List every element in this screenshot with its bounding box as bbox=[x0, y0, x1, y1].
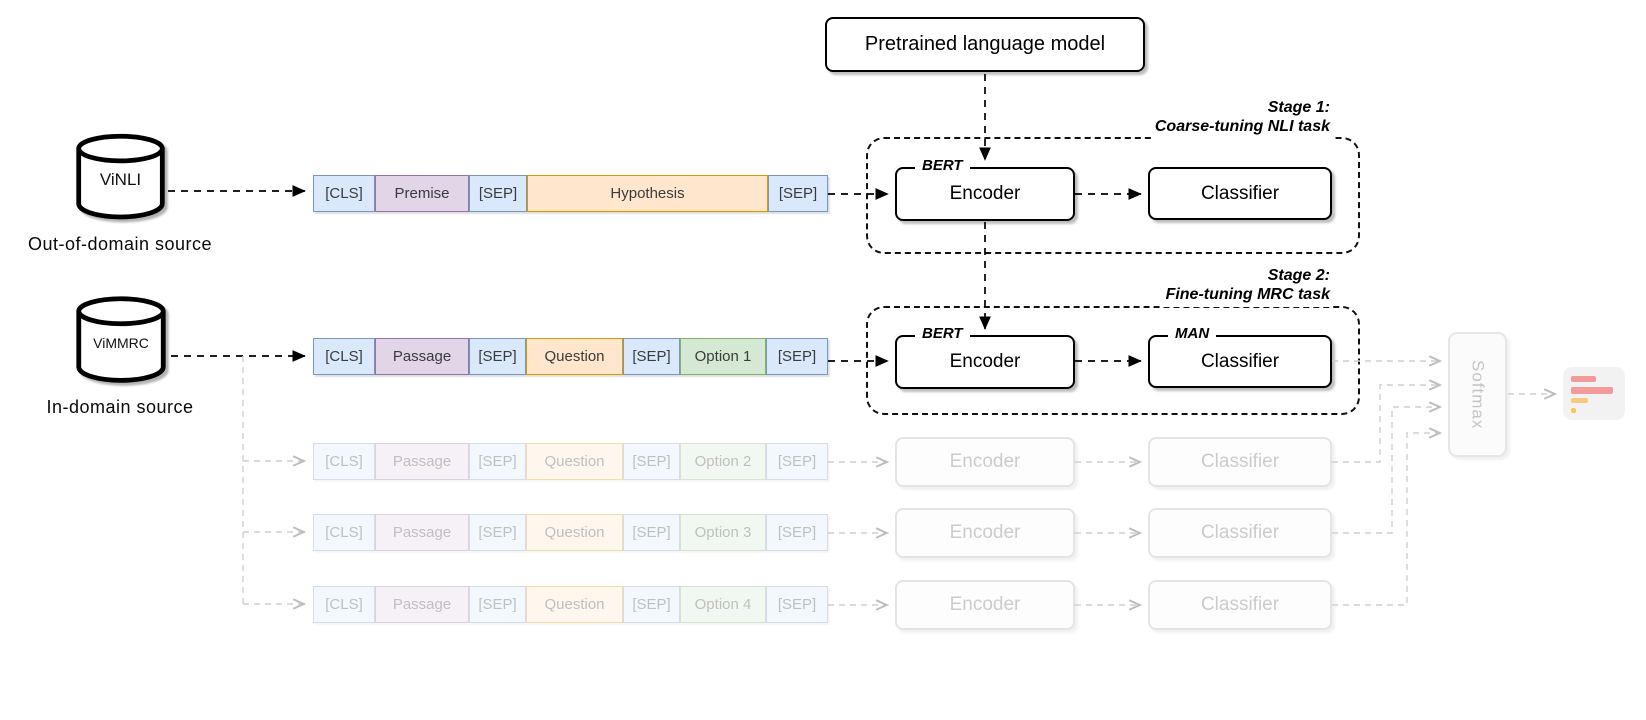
stage2-label: Stage 2: Fine-tuning MRC task bbox=[1033, 266, 1333, 307]
stage1-container bbox=[866, 137, 1360, 254]
stage2-title: Stage 2: bbox=[1264, 267, 1333, 288]
arrow-fclassifier3-to-softmax bbox=[1332, 433, 1439, 606]
source-name: ViMMRC bbox=[93, 334, 149, 351]
faded-encoder-box: Encoder bbox=[895, 580, 1075, 630]
database-cylinder-icon: ViNLI bbox=[73, 133, 168, 223]
token-sep: [SEP] bbox=[623, 514, 680, 551]
token-cls: [CLS] bbox=[313, 514, 375, 551]
token-question: Question bbox=[526, 338, 623, 375]
stage1-title: Stage 1: bbox=[1264, 99, 1333, 120]
token-passage: Passage bbox=[375, 338, 469, 375]
softmax-label: Softmax bbox=[1468, 359, 1488, 430]
result-bar-icon bbox=[1571, 398, 1588, 403]
stage2-classifier-box: MAN Classifier bbox=[1148, 325, 1332, 388]
database-cylinder-icon: ViMMRC bbox=[73, 295, 169, 387]
faded-classifier-box: Classifier bbox=[1148, 580, 1332, 630]
pretrained-model-label: Pretrained language model bbox=[864, 33, 1106, 55]
token-sep: [SEP] bbox=[623, 586, 680, 623]
stage1-subtitle: Coarse-tuning NLI task bbox=[1151, 118, 1333, 139]
source-caption: Out-of-domain source bbox=[27, 234, 213, 254]
pretrained-model-box: Pretrained language model bbox=[825, 17, 1145, 72]
token-option: Option 3 bbox=[680, 514, 766, 551]
token-sep: [SEP] bbox=[623, 443, 680, 480]
faded-encoder-box: Encoder bbox=[895, 508, 1075, 558]
result-bar-icon bbox=[1571, 408, 1576, 413]
stage1-encoder-box: BERT Encoder bbox=[895, 157, 1075, 221]
token-sep: [SEP] bbox=[766, 338, 828, 375]
token-sep: [SEP] bbox=[469, 514, 526, 551]
classifier-label: Classifier bbox=[1200, 451, 1280, 472]
token-passage: Passage bbox=[375, 586, 469, 623]
token-sep: [SEP] bbox=[623, 338, 680, 375]
token-sep: [SEP] bbox=[766, 514, 828, 551]
prediction-result-icon bbox=[1563, 367, 1625, 420]
token-sep: [SEP] bbox=[768, 175, 828, 212]
softmax-box: Softmax bbox=[1448, 332, 1507, 457]
stage1-classifier-box: Classifier bbox=[1148, 167, 1332, 220]
stage2-encoder-box: BERT Encoder bbox=[895, 325, 1075, 389]
stage1-label: Stage 1: Coarse-tuning NLI task bbox=[1033, 98, 1333, 139]
faded-classifier-box: Classifier bbox=[1148, 437, 1332, 487]
classifier-label: Classifier bbox=[1200, 350, 1280, 372]
encoder-label: Encoder bbox=[949, 351, 1021, 372]
faded-classifier-box: Classifier bbox=[1148, 508, 1332, 558]
faded-encoder-box: Encoder bbox=[895, 437, 1075, 487]
token-sep: [SEP] bbox=[469, 338, 526, 375]
token-sep: [SEP] bbox=[469, 586, 526, 623]
token-option: Option 4 bbox=[680, 586, 766, 623]
token-question: Question bbox=[526, 586, 623, 623]
source-name: ViNLI bbox=[99, 169, 142, 189]
classifier-label: Classifier bbox=[1200, 594, 1280, 615]
token-cls: [CLS] bbox=[313, 175, 375, 212]
arrow-fclassifier2-to-softmax bbox=[1332, 407, 1439, 534]
token-question: Question bbox=[526, 514, 623, 551]
encoder-label: Encoder bbox=[949, 594, 1021, 615]
man-tag: MAN bbox=[1168, 325, 1217, 344]
token-cls: [CLS] bbox=[313, 586, 375, 623]
classifier-label: Classifier bbox=[1200, 522, 1280, 543]
result-bar-icon bbox=[1571, 387, 1613, 394]
token-sep: [SEP] bbox=[766, 586, 828, 623]
bert-tag: BERT bbox=[915, 325, 970, 344]
result-bar-icon bbox=[1571, 376, 1596, 382]
encoder-label: Encoder bbox=[949, 451, 1021, 472]
token-premise: Premise bbox=[375, 175, 469, 212]
token-sep: [SEP] bbox=[766, 443, 828, 480]
token-hypothesis: Hypothesis bbox=[527, 175, 768, 212]
token-passage: Passage bbox=[375, 514, 469, 551]
token-option: Option 1 bbox=[680, 338, 766, 375]
encoder-label: Encoder bbox=[949, 183, 1021, 204]
token-cls: [CLS] bbox=[313, 443, 375, 480]
token-sep: [SEP] bbox=[469, 175, 527, 212]
encoder-label: Encoder bbox=[949, 522, 1021, 543]
classifier-label: Classifier bbox=[1200, 182, 1280, 204]
token-cls: [CLS] bbox=[313, 338, 375, 375]
bert-tag: BERT bbox=[915, 157, 970, 176]
stage2-subtitle: Fine-tuning MRC task bbox=[1162, 286, 1333, 307]
token-passage: Passage bbox=[375, 443, 469, 480]
token-option: Option 2 bbox=[680, 443, 766, 480]
source-caption: In-domain source bbox=[46, 397, 194, 417]
token-sep: [SEP] bbox=[469, 443, 526, 480]
token-question: Question bbox=[526, 443, 623, 480]
